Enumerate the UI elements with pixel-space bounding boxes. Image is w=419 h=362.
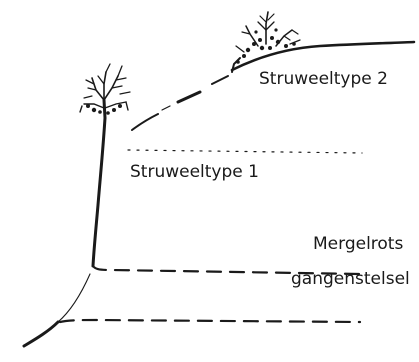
lower-cliff-thin-line: [58, 274, 90, 322]
slope-dash-segment: [178, 92, 200, 102]
slope-thin-segment: [162, 106, 170, 110]
struweeltype-2-label: Struweeltype 2: [259, 71, 388, 88]
mergelrots-label: Mergelrots: [313, 236, 403, 253]
struweeltype-1-label: Struweeltype 1: [130, 164, 259, 181]
slope-lower-segment: [132, 114, 158, 130]
struweel-1-boundary-dotted: [128, 150, 362, 153]
cliff-face-line: [93, 118, 105, 266]
gangenstelsel-label: gangenstelsel: [291, 271, 410, 288]
slope-foot-line: [24, 322, 58, 346]
plateau-surface-line: [232, 42, 414, 70]
struweel-1-shrub-icon: [80, 64, 130, 118]
struweel-2-shrub-icon: [232, 12, 300, 72]
slope-upper-segment: [212, 76, 228, 84]
gangenstelsel-boundary-dashed: [60, 320, 360, 322]
